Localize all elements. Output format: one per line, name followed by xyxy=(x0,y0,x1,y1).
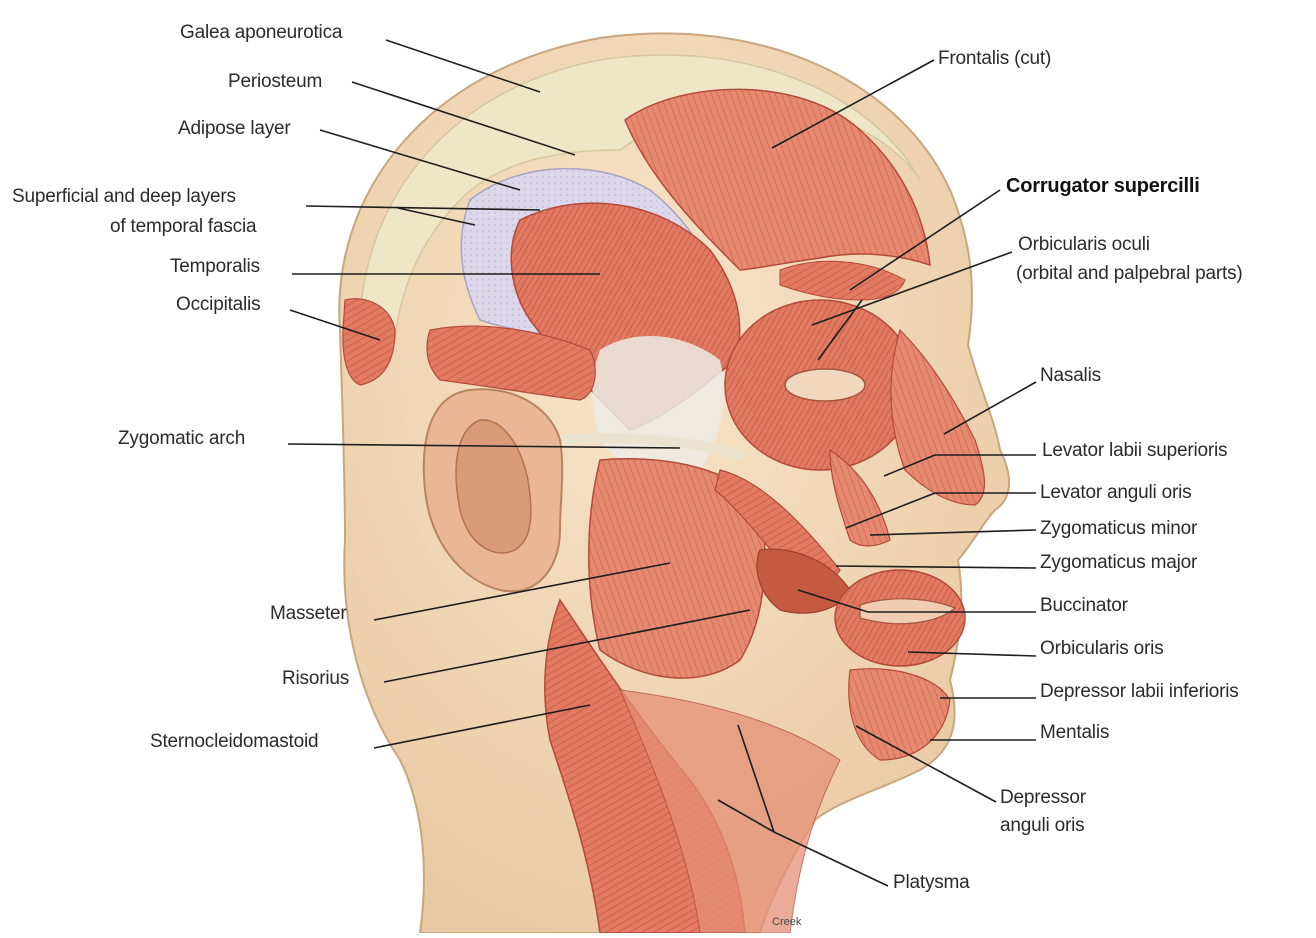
label-depressor-anguli-line2: anguli oris xyxy=(1000,815,1084,837)
label-orbicularis-oculi-line2: (orbital and palpebral parts) xyxy=(1016,263,1243,285)
label-orbicularis-oris: Orbicularis oris xyxy=(1040,638,1164,660)
label-temporalis: Temporalis xyxy=(170,256,260,278)
label-nasalis: Nasalis xyxy=(1040,365,1101,387)
label-frontalis: Frontalis (cut) xyxy=(938,48,1051,70)
temporal-tendon xyxy=(593,336,724,474)
label-levator-labii: Levator labii superioris xyxy=(1042,440,1227,462)
label-corrugator: Corrugator supercilli xyxy=(1006,175,1200,197)
label-galea: Galea aponeurotica xyxy=(180,22,342,44)
label-zygomatic-arch: Zygomatic arch xyxy=(118,428,245,450)
label-depressor-labii: Depressor labii inferioris xyxy=(1040,681,1239,703)
label-platysma: Platysma xyxy=(893,872,970,894)
eye-opening xyxy=(785,369,865,401)
label-masseter: Masseter xyxy=(270,603,347,625)
label-levator-anguli: Levator anguli oris xyxy=(1040,482,1191,504)
label-periosteum: Periosteum xyxy=(228,71,322,93)
label-zygomaticus-major: Zygomaticus major xyxy=(1040,552,1197,574)
label-buccinator: Buccinator xyxy=(1040,595,1128,617)
label-depressor-anguli-line1: Depressor xyxy=(1000,787,1086,809)
label-temporal-fascia-line2: of temporal fascia xyxy=(110,216,256,238)
label-risorius: Risorius xyxy=(282,668,349,690)
label-temporal-fascia-line1: Superficial and deep layers xyxy=(12,186,236,208)
artist-signature: Creek xyxy=(772,916,801,928)
label-occipitalis: Occipitalis xyxy=(176,294,260,316)
label-sternocleidomastoid: Sternocleidomastoid xyxy=(150,731,318,753)
label-orbicularis-oculi-line1: Orbicularis oculi xyxy=(1018,234,1150,256)
label-mentalis: Mentalis xyxy=(1040,722,1109,744)
label-zygomaticus-minor: Zygomaticus minor xyxy=(1040,518,1197,540)
label-adipose-layer: Adipose layer xyxy=(178,118,291,140)
